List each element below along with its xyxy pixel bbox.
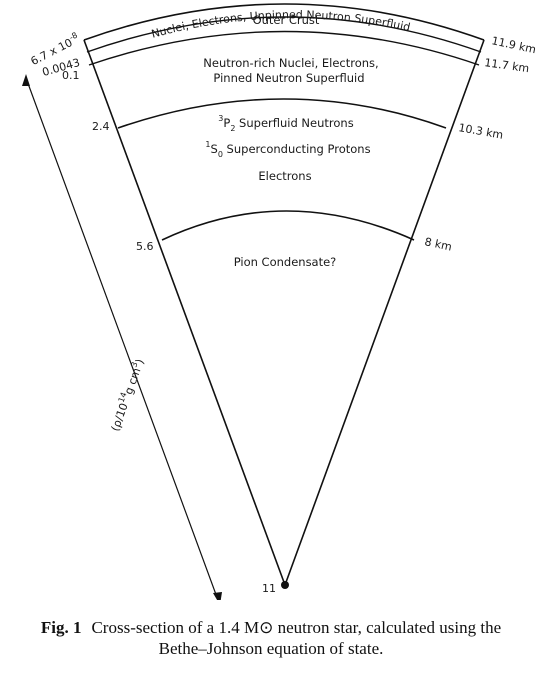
sector-left-edge [83, 39, 286, 586]
density-label-pion-core: 5.6 [136, 240, 154, 253]
label-outer-crust: Outer Crust [253, 13, 320, 27]
center-point [281, 581, 289, 589]
label-pion-condensate: Pion Condensate? [234, 255, 337, 269]
label-pinned-superfluid: Pinned Neutron Superfluid [213, 71, 364, 85]
boundary-surface [83, 3, 485, 41]
label-electrons: Electrons [258, 169, 311, 183]
figure-caption: Fig. 1 Cross-section of a 1.4 M⊙ neutron … [20, 617, 522, 659]
label-1s0-superconducting-protons: 1S0 Superconducting Protons [205, 140, 370, 159]
sector-right-edge [284, 39, 485, 586]
density-axis-label: (ρ/1014g cm3) [107, 357, 147, 433]
radius-label-surface: 11.9 km [490, 34, 537, 56]
density-label-inner-crust: 0.1 [62, 69, 80, 82]
radius-label-neutron-drip: 11.7 km [484, 56, 530, 75]
boundary-pion-core [161, 210, 415, 241]
figure-caption-text: Cross-section of a 1.4 M⊙ neutron star, … [91, 618, 502, 658]
neutron-star-diagram: Outer Crust Nuclei, Electrons, Unpinned … [22, 3, 537, 600]
figure-label: Fig. 1 [40, 618, 82, 637]
boundary-crust-core [117, 98, 447, 129]
radius-label-pion-core: 8 km [423, 235, 453, 253]
density-label-center: 11 [262, 582, 276, 595]
label-3p2-superfluid-neutrons: 3P2 Superfluid Neutrons [218, 114, 353, 133]
density-axis-arrowhead-bottom [213, 592, 222, 600]
density-axis-arrowhead-top [22, 74, 30, 86]
label-neutron-rich-nuclei: Neutron-rich Nuclei, Electrons, [203, 56, 378, 70]
boundary-neutron-drip [86, 16, 482, 53]
density-axis-line [25, 77, 219, 600]
boundary-inner-crust [88, 30, 480, 66]
radius-label-crust-core: 10.3 km [457, 121, 504, 142]
density-label-crust-core: 2.4 [92, 120, 110, 133]
